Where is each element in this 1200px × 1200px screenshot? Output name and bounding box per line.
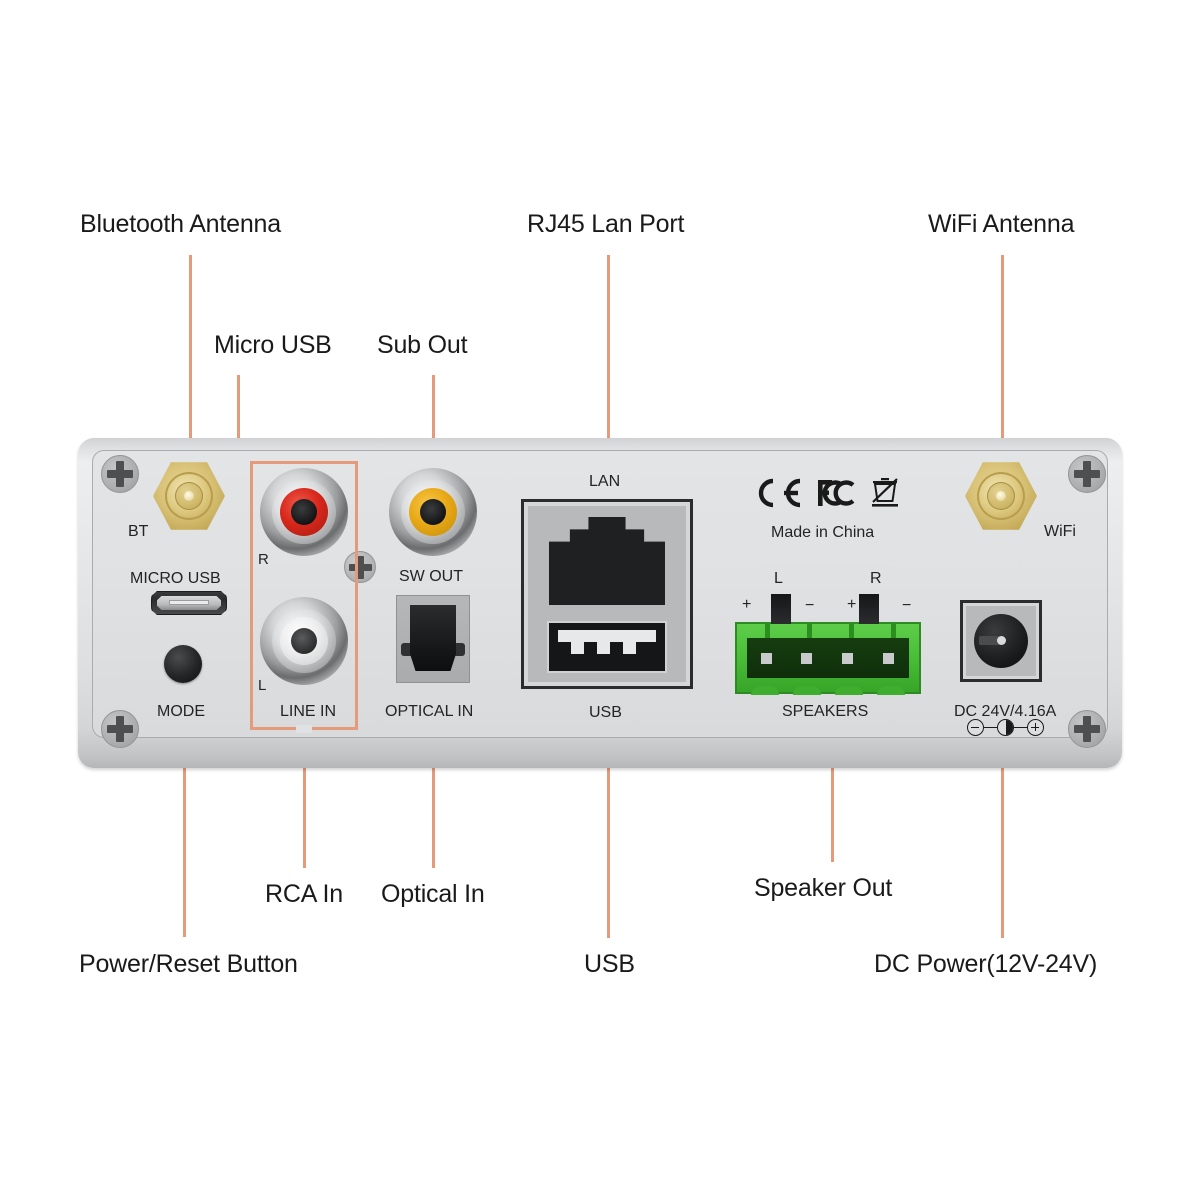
silk-label-speaker-r-minus: − xyxy=(902,597,912,614)
screw-top-right xyxy=(1068,455,1106,493)
micro-usb-tongue xyxy=(169,600,209,605)
speaker-slot-4 xyxy=(891,622,896,638)
speaker-contact-2 xyxy=(801,653,812,664)
rca-socket-hole xyxy=(420,499,446,525)
rca-socket-hole xyxy=(291,499,317,525)
dc-power-jack[interactable] xyxy=(960,600,1042,682)
screw-bottom-left xyxy=(101,710,139,748)
silk-label-speaker-l-minus: − xyxy=(805,597,815,614)
speaker-slot-3 xyxy=(849,622,854,638)
leader-line-usb xyxy=(607,655,610,938)
usb-tooth-3 xyxy=(623,642,636,654)
callout-label-sub-out: Sub Out xyxy=(377,331,468,359)
silk-label-bt: BT xyxy=(128,523,149,540)
network-port-module xyxy=(521,499,693,689)
screw-center xyxy=(344,551,376,583)
speaker-post-r xyxy=(859,594,879,624)
speaker-contact-3 xyxy=(842,653,853,664)
silk-label-rca-right: R xyxy=(258,551,269,568)
rca-bracket-gap xyxy=(296,725,312,733)
callout-label-optical-in: Optical In xyxy=(381,880,485,908)
sub-out-jack[interactable] xyxy=(389,468,477,556)
callout-label-rj45-lan-port: RJ45 Lan Port xyxy=(527,210,685,238)
leader-line-rca-in xyxy=(303,730,306,868)
silk-label-speaker-r-plus: + xyxy=(847,596,857,613)
usb-a-port[interactable] xyxy=(549,623,665,671)
toslink-shutter xyxy=(410,605,456,671)
silk-label-dc-rating: DC 24V/4.16A xyxy=(954,703,1057,720)
rj45-port[interactable] xyxy=(549,517,665,605)
silk-label-speaker-right: R xyxy=(870,570,882,587)
bt-antenna-connector[interactable] xyxy=(153,462,225,530)
usb-contact-bar xyxy=(558,630,656,642)
rca-left-jack[interactable] xyxy=(260,597,348,685)
speaker-contact-1 xyxy=(761,653,772,664)
silk-label-made-in-china: Made in China xyxy=(771,524,875,541)
optical-in-port[interactable] xyxy=(396,595,470,683)
speaker-post-l xyxy=(771,594,791,624)
callout-label-dc-power: DC Power(12V-24V) xyxy=(874,950,1098,978)
usb-tooth-1 xyxy=(571,642,584,654)
dc-polarity-symbol xyxy=(967,719,1044,736)
callout-label-bluetooth-antenna: Bluetooth Antenna xyxy=(80,210,281,238)
screw-bottom-right xyxy=(1068,710,1106,748)
silk-label-rca-left: L xyxy=(258,677,267,694)
leader-line-dc-power xyxy=(1001,645,1004,938)
silk-label-sw-out: SW OUT xyxy=(399,568,463,585)
speaker-notch-1 xyxy=(751,686,779,695)
wifi-antenna-connector[interactable] xyxy=(965,462,1037,530)
ce-mark-icon xyxy=(758,478,801,508)
sma-center-pin xyxy=(184,491,194,501)
toslink-latch-right xyxy=(453,643,465,656)
speaker-notch-3 xyxy=(835,686,863,695)
silk-label-mode: MODE xyxy=(157,703,205,720)
polarity-line-left xyxy=(984,726,997,729)
micro-usb-port[interactable] xyxy=(151,591,227,615)
speaker-terminal-block[interactable] xyxy=(735,594,921,695)
usb-tooth-2 xyxy=(597,642,610,654)
dc-key-slot xyxy=(979,636,1001,645)
leader-line-rj45-lan-port xyxy=(607,255,610,530)
silk-label-line-in: LINE IN xyxy=(280,703,337,720)
leader-line-power-reset-button xyxy=(183,672,186,937)
silk-label-micro-usb: MICRO USB xyxy=(130,570,221,587)
polarity-center-icon xyxy=(997,719,1014,736)
callout-label-speaker-out: Speaker Out xyxy=(754,874,893,902)
polarity-line-right xyxy=(1014,726,1027,729)
silk-label-optical-in: OPTICAL IN xyxy=(385,703,474,720)
speaker-terminal-well xyxy=(747,638,909,678)
silk-label-usb: USB xyxy=(589,704,622,721)
fcc-mark-icon xyxy=(818,480,855,506)
certification-marks xyxy=(752,477,900,509)
callout-label-usb: USB xyxy=(584,950,635,978)
silk-label-speakers: SPEAKERS xyxy=(782,703,869,720)
silk-label-wifi: WiFi xyxy=(1044,523,1076,540)
callout-label-micro-usb: Micro USB xyxy=(214,331,332,359)
mode-button[interactable] xyxy=(164,645,202,683)
leader-line-bluetooth-antenna xyxy=(189,255,192,502)
callout-label-power-reset-button: Power/Reset Button xyxy=(79,950,298,978)
polarity-positive-icon xyxy=(1027,719,1044,736)
callout-label-wifi-antenna: WiFi Antenna xyxy=(928,210,1075,238)
silk-label-lan: LAN xyxy=(589,473,621,490)
weee-bin-icon xyxy=(872,478,898,507)
silk-label-speaker-l-plus: + xyxy=(742,596,752,613)
speaker-slot-2 xyxy=(807,622,812,638)
screw-top-left xyxy=(101,455,139,493)
speaker-contact-4 xyxy=(883,653,894,664)
rca-socket-hole xyxy=(291,628,317,654)
speaker-slot-1 xyxy=(765,622,770,638)
callout-label-rca-in: RCA In xyxy=(265,880,343,908)
dc-center-pin xyxy=(997,636,1006,645)
speaker-notch-4 xyxy=(877,686,905,695)
polarity-negative-icon xyxy=(967,719,984,736)
sma-center-pin xyxy=(996,491,1006,501)
rca-right-jack[interactable] xyxy=(260,468,348,556)
silk-label-speaker-left: L xyxy=(774,570,783,587)
leader-line-wifi-antenna xyxy=(1001,255,1004,502)
speaker-notch-2 xyxy=(793,686,821,695)
